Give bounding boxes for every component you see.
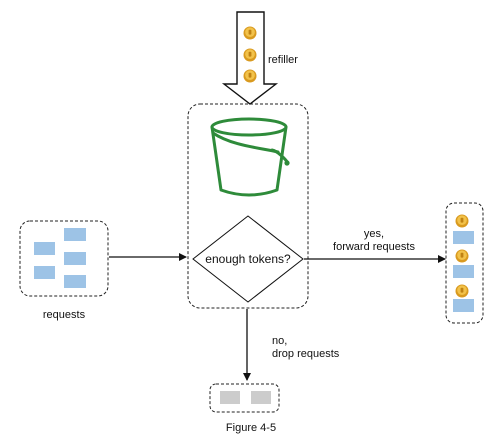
- request-block: [64, 228, 86, 241]
- no-label: no,: [272, 335, 287, 347]
- requests-label: requests: [43, 309, 86, 321]
- forwarded-request-block: [453, 299, 474, 312]
- refiller-label: refiller: [268, 54, 298, 66]
- request-block: [64, 252, 86, 265]
- forward-requests-label: forward requests: [333, 241, 415, 253]
- yes-label: yes,: [364, 228, 384, 240]
- refiller-coin-icon: [243, 69, 257, 83]
- request-block: [34, 242, 55, 255]
- request-block: [64, 275, 86, 288]
- forwarded-request-block: [453, 265, 474, 278]
- enough-tokens-decision: [192, 215, 304, 303]
- forwarded-request-block: [453, 231, 474, 244]
- request-block: [34, 266, 55, 279]
- refiller-coin-icon: [243, 48, 257, 62]
- drop-requests-label: drop requests: [272, 348, 340, 360]
- decision-label: enough tokens?: [205, 252, 291, 266]
- figure-caption: Figure 4-5: [226, 422, 276, 434]
- token-coin-icon: [455, 249, 469, 263]
- rate-limiter-container: [187, 103, 309, 309]
- dropped-request-block: [220, 391, 240, 404]
- dropped-requests-group: [209, 383, 280, 413]
- forwarded-requests-group: [445, 202, 484, 324]
- bucket-icon: [210, 117, 290, 197]
- token-coin-icon: [455, 214, 469, 228]
- dropped-request-block: [251, 391, 271, 404]
- refiller-coin-icon: [243, 26, 257, 40]
- requests-group: [19, 220, 109, 297]
- token-coin-icon: [455, 284, 469, 298]
